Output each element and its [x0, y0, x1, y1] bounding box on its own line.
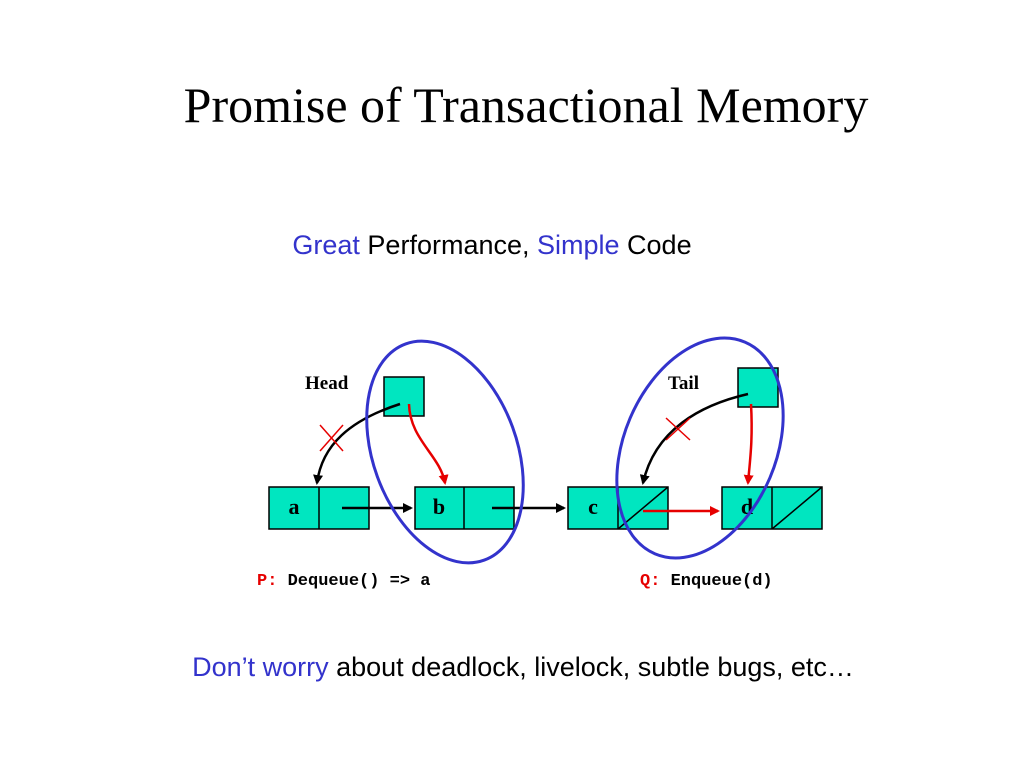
- operation-q-text: Enqueue(d): [671, 572, 773, 591]
- operation-q-prefix: Q:: [640, 572, 660, 591]
- head-label: Head: [305, 373, 349, 394]
- transaction-p-ellipse: [365, 339, 525, 565]
- tail-new-pointer-arrow: [743, 403, 754, 485]
- node-d: d: [721, 486, 823, 530]
- tail-cross-mark: [665, 417, 691, 441]
- head-new-pointer-arrow: [407, 403, 449, 485]
- transaction-q-ellipse: [615, 336, 785, 560]
- slide-footer: Don’t worry about deadlock, livelock, su…: [0, 652, 1024, 683]
- node-a-label: a: [289, 494, 300, 519]
- operation-q: Q: Enqueue(d): [640, 572, 773, 591]
- footer-rest: about deadlock, livelock, subtle bugs, e…: [328, 652, 854, 682]
- head-pointer-box: [383, 376, 425, 417]
- footer-dont-worry: Don’t worry: [192, 652, 329, 682]
- slide-title: Promise of Transactional Memory: [183, 77, 869, 133]
- head-old-pointer-arrow: [313, 402, 401, 485]
- subtitle-simple: Simple: [537, 230, 620, 260]
- operation-p-prefix: P:: [257, 572, 277, 591]
- head-cross-mark: [319, 424, 344, 452]
- node-c-label: c: [588, 494, 598, 519]
- node-b-label: b: [433, 494, 445, 519]
- node-b: b: [414, 486, 515, 530]
- operation-p: P: Dequeue() => a: [257, 572, 430, 591]
- slide-subtitle: Great Performance, Simple Code: [0, 230, 984, 261]
- tail-old-pointer-arrow: [639, 392, 749, 485]
- subtitle-performance: Performance,: [359, 230, 537, 260]
- operation-p-text: Dequeue() => a: [288, 572, 431, 591]
- tail-label: Tail: [668, 373, 699, 394]
- subtitle-great: Great: [292, 230, 360, 260]
- tail-pointer-box: [737, 367, 779, 408]
- subtitle-code: Code: [619, 230, 692, 260]
